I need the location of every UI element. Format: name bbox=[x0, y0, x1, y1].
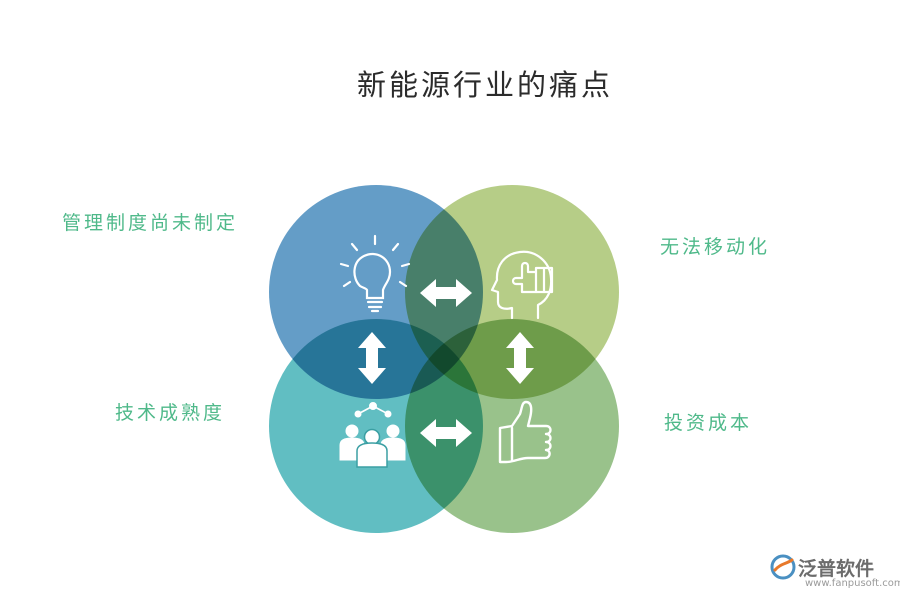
double-arrow-right-vertical bbox=[506, 332, 534, 384]
head-hand-icon bbox=[490, 250, 554, 320]
label-management-system: 管理制度尚未制定 bbox=[62, 212, 239, 234]
logo-url: www.fanpusoft.com bbox=[805, 578, 900, 589]
label-mobility: 无法移动化 bbox=[660, 236, 771, 258]
thumbs-up-icon bbox=[498, 400, 552, 464]
team-network-icon bbox=[339, 402, 406, 468]
label-tech-maturity: 技术成熟度 bbox=[115, 402, 226, 424]
double-arrow-top-horizontal bbox=[420, 279, 472, 307]
lightbulb-icon bbox=[339, 234, 411, 313]
fanpu-logo-icon bbox=[770, 554, 796, 580]
page-title: 新能源行业的痛点 bbox=[356, 68, 613, 102]
arrows bbox=[358, 279, 534, 447]
fanpu-logo: 泛普软件 www.fanpusoft.com bbox=[770, 552, 900, 596]
logo-name: 泛普软件 bbox=[798, 558, 875, 580]
label-investment-cost: 投资成本 bbox=[664, 412, 753, 434]
double-arrow-bottom-horizontal bbox=[420, 419, 472, 447]
double-arrow-left-vertical bbox=[358, 332, 386, 384]
